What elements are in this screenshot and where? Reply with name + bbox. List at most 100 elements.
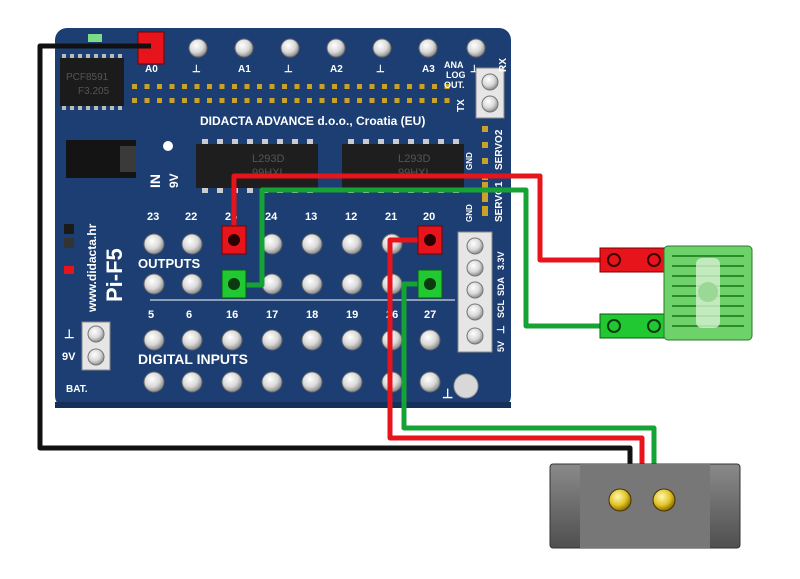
header-pin [344, 84, 350, 89]
gnd-label-1: GND [465, 152, 474, 170]
green-wire-motor [401, 281, 657, 466]
analog-pin [418, 38, 438, 58]
header-pin [319, 98, 325, 103]
ana-log-out-label-3: OUT. [444, 80, 465, 90]
bottom-pin-number: 18 [306, 309, 318, 321]
header-pin [194, 98, 200, 103]
black-wire [37, 43, 633, 466]
terminal-3v3: 3.3V [496, 251, 506, 270]
header-pin [282, 98, 287, 103]
terminal-screw [466, 259, 484, 277]
terminal-sda: SDA [496, 276, 506, 296]
analog-pin-label: ⊥ [284, 64, 293, 75]
analog-pin [372, 38, 392, 58]
terminal-screw [466, 303, 484, 321]
io-pin [143, 329, 165, 351]
io-pin [301, 273, 323, 295]
battery-9v-label: 9V [62, 351, 76, 363]
outputs-label: OUTPUTS [138, 256, 200, 271]
pi-f5-board [55, 28, 511, 408]
status-led [88, 34, 102, 42]
header-pin [207, 84, 212, 89]
header-pin [157, 84, 162, 89]
io-pin [181, 371, 203, 393]
io-pin [341, 371, 363, 393]
bottom-gnd-label: ⊥ [442, 386, 453, 401]
io-pin [341, 273, 363, 295]
pin25-connector-hole [228, 234, 240, 246]
io-pin [143, 371, 165, 393]
9v-in-label: 9V [167, 173, 181, 188]
header-pin [432, 98, 437, 103]
header-pin-row [132, 84, 450, 103]
bottom-pin-number: 6 [186, 309, 192, 321]
analog-pin-label: A3 [422, 64, 435, 75]
pcf8591-text-1: PCF8591 [66, 72, 109, 83]
power-led-icon [163, 141, 173, 151]
io-pin [341, 233, 363, 255]
tx-screw [481, 95, 499, 113]
top-pin-number: 22 [185, 211, 197, 223]
header-pin [282, 84, 287, 89]
gnd-label-2: GND [465, 204, 474, 222]
header-pin [407, 98, 412, 103]
pin27-connector-hole [424, 278, 436, 290]
green-wire-output [234, 187, 610, 329]
servo1-label: SERVO1 [494, 181, 505, 222]
analog-pin-label: A2 [330, 64, 343, 75]
pin16-connector-hole [228, 278, 240, 290]
header-pin [257, 84, 262, 89]
header-pin [244, 84, 250, 89]
analog-pin-label: A0 [145, 64, 158, 75]
header-pin [444, 98, 450, 103]
l293d-chip-2: L293D 99HXL [342, 139, 464, 193]
website-label: www.didacta.hr [85, 223, 99, 313]
terminal-screw [466, 237, 484, 255]
header-pin [169, 98, 175, 103]
header-pin [269, 84, 275, 89]
header-pin [394, 84, 400, 89]
analog-pin [188, 38, 208, 58]
io-pin [301, 371, 323, 393]
header-pin [369, 98, 375, 103]
in-label: IN [147, 174, 163, 188]
terminal-5v: 5V [496, 341, 506, 352]
header-pin [182, 98, 187, 103]
analog-pin-label: ⊥ [376, 64, 385, 75]
header-pin [357, 98, 362, 103]
io-pin [143, 233, 165, 255]
top-pin-number: 21 [385, 211, 397, 223]
ana-log-out-label-1: ANA [444, 60, 464, 70]
bottom-pin-number: 5 [148, 309, 154, 321]
left-side-leds [64, 224, 74, 274]
battery-screw-2 [87, 348, 105, 366]
header-pin [444, 84, 450, 89]
header-pin [294, 98, 300, 103]
battery-screw-1 [87, 325, 105, 343]
terminal-scl: SCL [496, 299, 506, 318]
top-pin-number: 23 [147, 211, 159, 223]
analog-terminals: A0⊥A1⊥A2⊥A3⊥ [145, 38, 486, 75]
io-pin [261, 329, 283, 351]
red-wire-output [231, 173, 610, 263]
pcf8591-chip: PCF8591 F3.205 [60, 54, 124, 110]
io-pin [181, 329, 203, 351]
header-pin [207, 98, 212, 103]
io-pin [301, 329, 323, 351]
pcf8591-text-2: F3.205 [78, 86, 110, 97]
top-pin-number: 13 [305, 211, 317, 223]
terminal-gnd: ⊥ [496, 325, 507, 334]
terminal-screw [466, 281, 484, 299]
bottom-pin-number: 16 [226, 309, 238, 321]
header-pin [419, 84, 425, 89]
header-pin [419, 98, 425, 103]
io-pin [341, 329, 363, 351]
bottom-pin-number: 27 [424, 309, 436, 321]
header-pin [332, 84, 337, 89]
terminal-screw [466, 327, 484, 345]
header-pin [257, 98, 262, 103]
io-pin [221, 329, 243, 351]
analog-pin-label: ⊥ [192, 64, 201, 75]
